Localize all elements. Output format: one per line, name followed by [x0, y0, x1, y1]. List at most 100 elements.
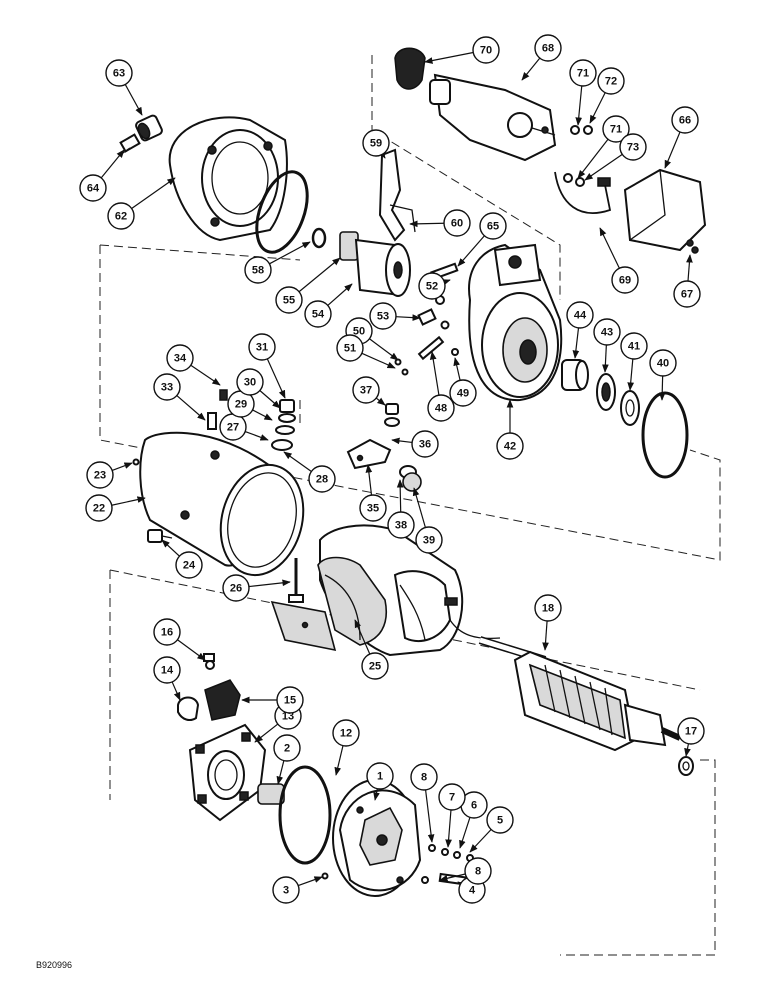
callout-number: 73: [627, 142, 639, 154]
leader-line-55: [298, 257, 341, 293]
leader-line-1: [373, 788, 380, 801]
leader-line-53: [395, 314, 421, 321]
callout-42: 42: [496, 432, 524, 460]
leader-line-63: [124, 84, 143, 116]
callout-22: 22: [85, 494, 113, 522]
callout-62: 62: [107, 202, 135, 230]
leader-line-41: [627, 358, 635, 391]
callout-number: 3: [283, 885, 289, 897]
callout-circle: [352, 376, 380, 404]
callout-48: 48: [427, 394, 455, 422]
callout-number: 50: [353, 326, 365, 338]
callout-38: 38: [387, 511, 415, 539]
callout-number: 43: [601, 327, 613, 339]
leader-line-71: [575, 85, 583, 126]
leader-line-38: [396, 479, 404, 513]
callout-number: 27: [227, 422, 239, 434]
callout-3: 3: [272, 876, 300, 904]
callout-circle: [410, 763, 438, 791]
callout-circle: [369, 302, 397, 330]
callout-71: 71: [602, 115, 630, 143]
leader-line-50: [369, 338, 399, 361]
callout-12: 12: [332, 719, 360, 747]
shift-lever-59: [378, 148, 416, 242]
leader-line-18: [542, 620, 549, 651]
callout-44: 44: [566, 301, 594, 329]
callout-14: 14: [153, 656, 181, 684]
callout-number: 7: [449, 792, 455, 804]
o-ring-40: [641, 391, 689, 479]
callout-27: 27: [219, 413, 247, 441]
callout-number: 5: [497, 815, 503, 827]
o-ring-12: [278, 765, 332, 865]
callout-circle: [308, 465, 336, 493]
callout-circle: [486, 806, 514, 834]
leader-line-49: [453, 357, 461, 381]
callout-circle: [438, 783, 466, 811]
callout-number: 69: [619, 275, 631, 287]
bushing-2: [257, 783, 285, 805]
callout-circle: [366, 762, 394, 790]
callout-28: 28: [308, 465, 336, 493]
callout-23: 23: [86, 461, 114, 489]
callout-circle: [86, 461, 114, 489]
callout-number: 40: [657, 358, 669, 370]
brush-plate-13: [188, 723, 267, 822]
leader-line-64: [100, 149, 125, 179]
callout-1: 1: [366, 762, 394, 790]
leader-line-52: [441, 279, 451, 286]
leader-line-30: [259, 390, 281, 409]
callout-number: 49: [457, 388, 469, 400]
callout-number: 41: [628, 341, 640, 353]
leader-line-67: [686, 254, 693, 282]
callout-number: 15: [284, 695, 296, 707]
callout-number: 60: [451, 218, 463, 230]
callout-number: 31: [256, 342, 268, 354]
callout-25: 25: [361, 652, 389, 680]
leader-line-16: [177, 639, 206, 661]
assembly-guide-lines: [99, 55, 721, 956]
callout-circle: [222, 574, 250, 602]
callout-circle: [649, 349, 677, 377]
callout-number: 38: [395, 520, 407, 532]
callout-number: 72: [605, 76, 617, 88]
callout-circle: [272, 876, 300, 904]
callout-26: 26: [222, 574, 250, 602]
leader-line-36: [391, 437, 413, 445]
leader-line-24: [161, 539, 180, 557]
callout-40: 40: [649, 349, 677, 377]
armature-18: [478, 636, 682, 752]
leader-line-26: [248, 579, 291, 588]
callout-64: 64: [79, 174, 107, 202]
callout-60: 60: [443, 209, 471, 237]
callout-number: 68: [542, 43, 554, 55]
callout-number: 54: [312, 309, 325, 321]
leader-line-40: [658, 375, 666, 401]
callout-68: 68: [534, 34, 562, 62]
callout-circle: [534, 34, 562, 62]
callout-8: 8: [410, 763, 438, 791]
callout-8: 8: [464, 857, 492, 885]
callout-16: 16: [153, 618, 181, 646]
callout-circle: [479, 212, 507, 240]
leader-line-65: [457, 235, 485, 267]
callout-circle: [275, 286, 303, 314]
callout-circle: [359, 494, 387, 522]
callout-circle: [602, 115, 630, 143]
callout-circle: [236, 368, 264, 396]
leader-line-66: [664, 131, 681, 169]
callout-39: 39: [415, 526, 443, 554]
leader-line-6: [459, 817, 471, 849]
leader-line-17: [684, 743, 691, 757]
callout-number: 4: [469, 885, 476, 897]
callout-number: 44: [574, 310, 587, 322]
washer-41: [620, 390, 640, 426]
callout-71: 71: [569, 59, 597, 87]
bearing-44: [561, 359, 589, 391]
callout-circle: [79, 174, 107, 202]
leader-line-48: [429, 351, 440, 396]
boot-70: [394, 47, 426, 90]
leader-line-60: [409, 220, 445, 228]
callout-number: 34: [174, 353, 187, 365]
